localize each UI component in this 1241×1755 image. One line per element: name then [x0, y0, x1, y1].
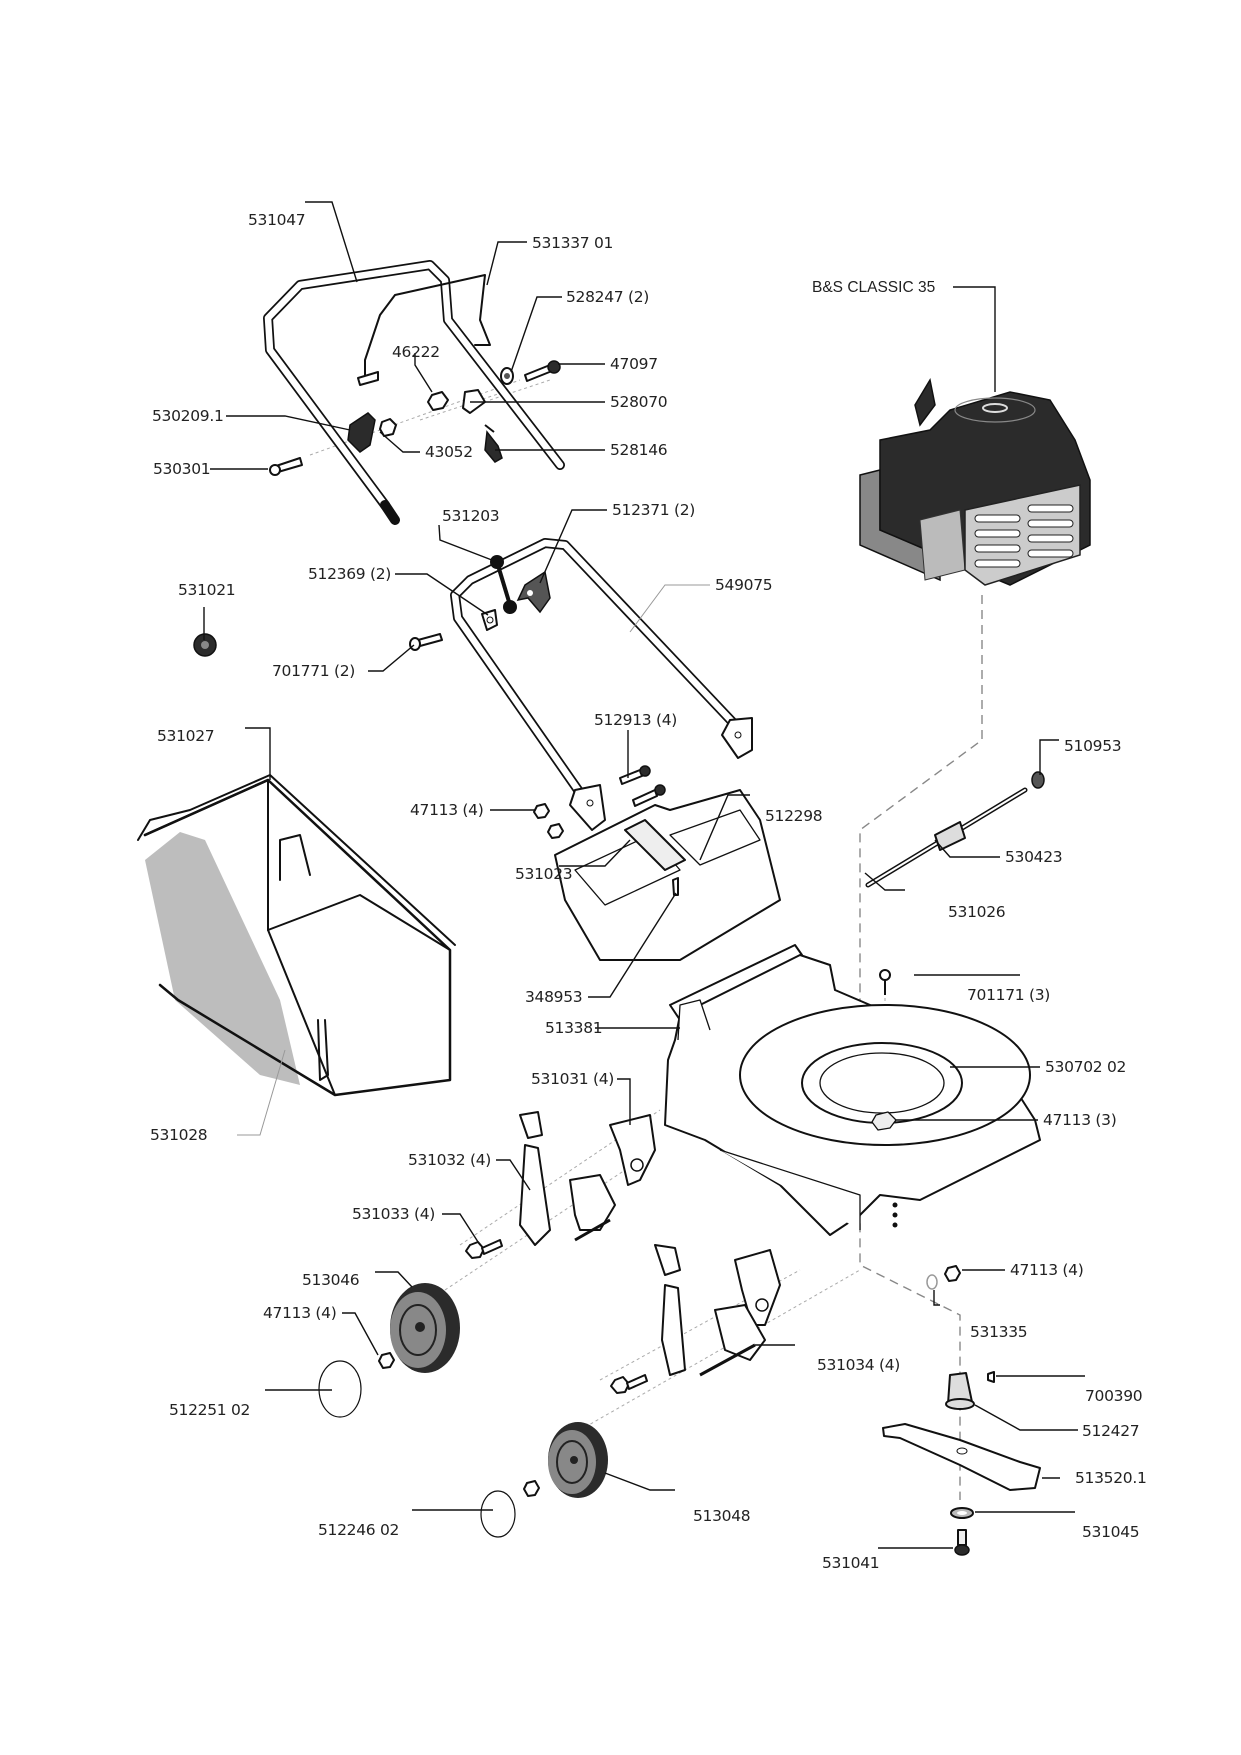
upper-handle-end	[380, 500, 400, 525]
nut-47113-deck[interactable]	[871, 1111, 897, 1131]
lower-handle-549075[interactable]	[450, 538, 753, 831]
label-531032: 531032 (4)	[408, 1151, 491, 1169]
label-531335: 531335	[970, 1323, 1027, 1341]
knob-531021[interactable]	[193, 633, 217, 657]
washer-528247[interactable]	[500, 367, 514, 385]
label-701771: 701771 (2)	[272, 662, 355, 680]
bolt-531033-front[interactable]	[465, 1239, 503, 1259]
label-512369: 512369 (2)	[308, 565, 391, 583]
grass-box-531027[interactable]	[137, 774, 456, 1097]
label-512298: 512298	[765, 807, 822, 825]
nut-43052[interactable]	[379, 418, 397, 437]
label-512246-02: 512246 02	[318, 1521, 399, 1539]
label-47113-deck: 47113 (3)	[1043, 1111, 1117, 1129]
axle-bracket-531034[interactable]	[699, 1304, 766, 1377]
nut-47113-wheel[interactable]	[378, 1352, 395, 1369]
washer-531335[interactable]	[926, 1274, 938, 1290]
leader-lines	[203, 201, 1085, 1549]
label-528247: 528247 (2)	[566, 288, 649, 306]
label-348953: 348953	[525, 988, 582, 1006]
label-530702-02: 530702 02	[1045, 1058, 1126, 1076]
label-701171: 701171 (3)	[967, 986, 1050, 1004]
washer-510953[interactable]	[1031, 771, 1045, 789]
bolt-531033-rear[interactable]	[610, 1374, 648, 1394]
nut-47113-rear-wheel[interactable]	[523, 1480, 540, 1497]
screw-530301[interactable]	[269, 457, 303, 476]
label-47113-right: 47113 (4)	[1010, 1261, 1084, 1279]
part-labels: 531047 531337 01 528247 (2) 47097 46222 …	[150, 211, 1147, 1572]
label-512251-02: 512251 02	[169, 1401, 250, 1419]
label-530209-1: 530209.1	[152, 407, 224, 425]
wheel-513046[interactable]	[390, 1283, 460, 1373]
handle-grip-531023[interactable]	[624, 819, 686, 871]
rear-flap-512298[interactable]	[554, 789, 781, 961]
label-531028: 531028	[150, 1126, 207, 1144]
label-513381: 513381	[545, 1019, 602, 1037]
blade-513520-1[interactable]	[882, 1423, 1041, 1491]
label-531337-01: 531337 01	[532, 234, 613, 252]
nut-46222[interactable]	[427, 391, 449, 411]
label-513048: 513048	[693, 1507, 750, 1525]
cable-528146[interactable]	[484, 424, 503, 463]
label-531045: 531045	[1082, 1523, 1139, 1541]
wheel-513048[interactable]	[548, 1422, 608, 1498]
label-549075: 549075	[715, 576, 772, 594]
hubcap-512251-02[interactable]	[318, 1360, 362, 1418]
bolt-701771[interactable]	[409, 633, 443, 651]
bolts-512913[interactable]	[619, 765, 666, 807]
engine-bs-classic-35[interactable]	[859, 377, 1091, 586]
cable-lever-530209-1[interactable]	[347, 412, 376, 453]
screws-701171[interactable]	[879, 969, 891, 995]
bolt-531041[interactable]	[954, 1529, 970, 1556]
knob-512371[interactable]	[516, 570, 551, 614]
spring-clip-348953[interactable]	[672, 877, 679, 896]
label-512427: 512427	[1082, 1422, 1139, 1440]
label-47097: 47097	[610, 355, 658, 373]
cover-531032-rear[interactable]	[654, 1244, 686, 1376]
label-530301: 530301	[153, 460, 210, 478]
label-531041: 531041	[822, 1554, 879, 1572]
hubcap-512246-02[interactable]	[480, 1490, 516, 1538]
label-531021: 531021	[178, 581, 235, 599]
label-531026: 531026	[948, 903, 1005, 921]
label-510953: 510953	[1064, 737, 1121, 755]
label-513520-1: 513520.1	[1075, 1469, 1147, 1487]
label-530423: 530423	[1005, 848, 1062, 866]
label-528070: 528070	[610, 393, 667, 411]
washer-512369[interactable]	[481, 609, 498, 631]
axle-bracket-front[interactable]	[569, 1174, 616, 1242]
height-lever-531031-front[interactable]	[609, 1114, 656, 1186]
label-531034: 531034 (4)	[817, 1356, 900, 1374]
label-engine: B&S CLASSIC 35	[812, 279, 935, 296]
label-531203: 531203	[442, 507, 499, 525]
spring-530423[interactable]	[934, 821, 966, 851]
blade-adapter-512427[interactable]	[945, 1372, 975, 1410]
label-47113-wheel: 47113 (4)	[263, 1304, 337, 1322]
label-531023: 531023	[515, 865, 572, 883]
height-lever-531031-rear[interactable]	[734, 1249, 781, 1326]
label-531047: 531047	[248, 211, 305, 229]
upper-handle-531047[interactable]	[263, 260, 565, 510]
label-531031: 531031 (4)	[531, 1070, 614, 1088]
deck-530702-02[interactable]	[664, 954, 1041, 1236]
label-46222: 46222	[392, 343, 440, 361]
nut-47113-right[interactable]	[944, 1265, 961, 1282]
label-528146: 528146	[610, 441, 667, 459]
label-700390: 700390	[1085, 1387, 1142, 1405]
label-43052: 43052	[425, 443, 473, 461]
washer-531045[interactable]	[950, 1507, 974, 1519]
label-513046: 513046	[302, 1271, 359, 1289]
label-47113-handle: 47113 (4)	[410, 801, 484, 819]
bolt-47097[interactable]	[524, 360, 561, 382]
label-531027: 531027	[157, 727, 214, 745]
control-bar-531337[interactable]	[357, 274, 491, 386]
label-531033: 531033 (4)	[352, 1205, 435, 1223]
cover-531032-front[interactable]	[519, 1111, 551, 1246]
nuts-47113-handle[interactable]	[533, 803, 564, 839]
key-700390[interactable]	[987, 1371, 995, 1383]
label-512371: 512371 (2)	[612, 501, 695, 519]
label-512913: 512913 (4)	[594, 711, 677, 729]
